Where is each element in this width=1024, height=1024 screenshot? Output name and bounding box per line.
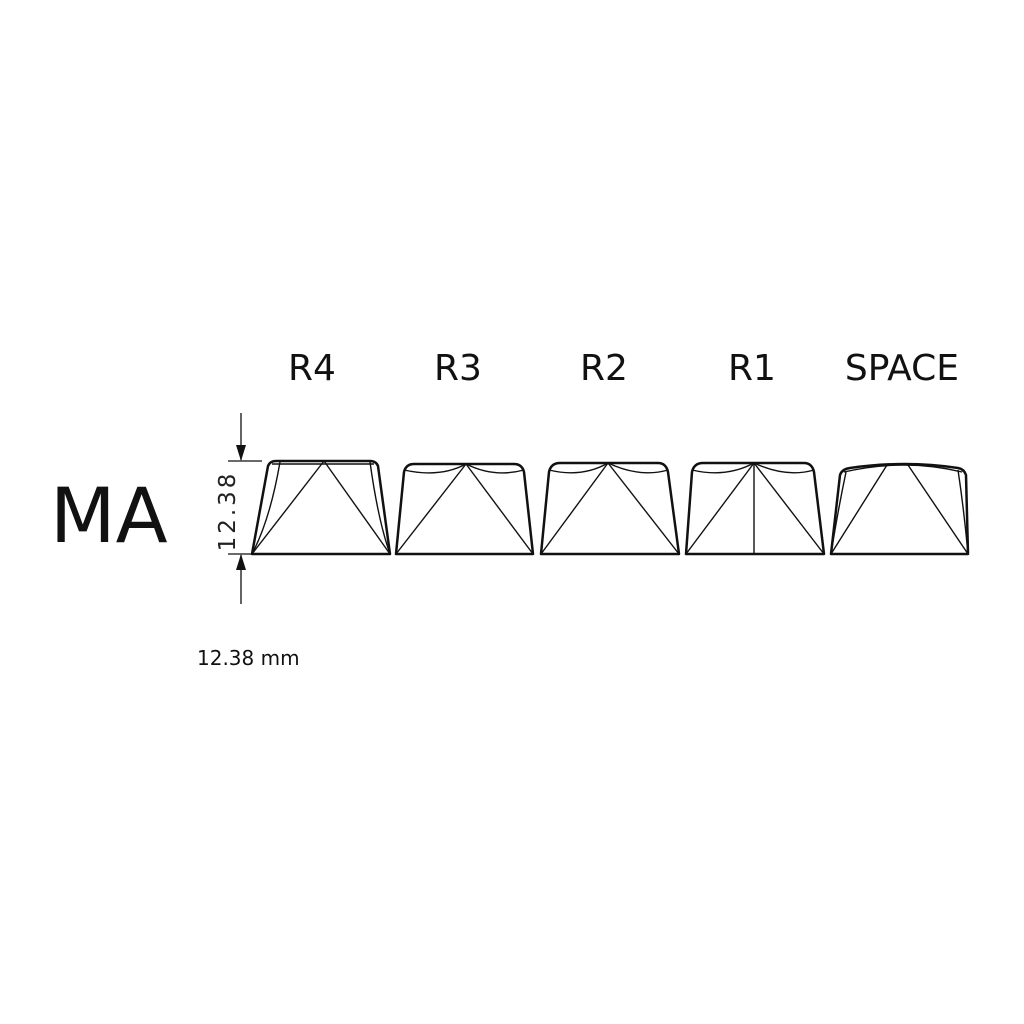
dimension-caption: 12.38 mm: [197, 646, 300, 670]
row-label-r3: R3: [434, 348, 482, 389]
row-label-space: SPACE: [845, 348, 959, 389]
dimension-value: 12.38: [215, 471, 241, 552]
row-label-r2: R2: [580, 348, 628, 389]
keycap-r3: [394, 462, 535, 556]
keycap-r2: [539, 461, 681, 556]
keycap-r4: [250, 459, 392, 556]
row-label-r1: R1: [728, 348, 776, 389]
profile-label: MA: [50, 471, 168, 560]
height-dimension: 12.38: [215, 413, 262, 604]
keycap-space: [829, 462, 970, 556]
row-label-r4: R4: [288, 348, 336, 389]
keycap-r1: [684, 461, 826, 556]
